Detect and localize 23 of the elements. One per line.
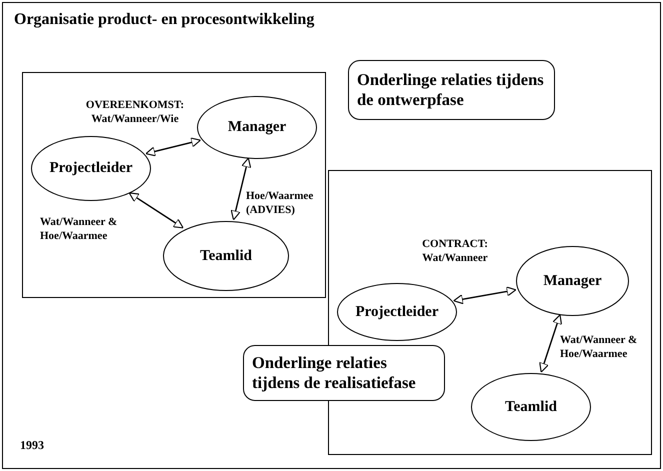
- role-label: Teamlid: [505, 398, 557, 417]
- title: Organisatie product- en procesontwikkeling: [14, 10, 314, 30]
- edge-label: OVEREENKOMST: Wat/Wanneer/Wie: [84, 99, 186, 126]
- double-arrow: [145, 137, 201, 156]
- panel-box: [22, 72, 326, 298]
- year-label: 1993: [20, 437, 44, 454]
- phase-title: Onderlinge relaties tijdens de ontwerpfase: [357, 70, 545, 110]
- edge-label: Wat/Wanneer & Hoe/Waarmee: [40, 216, 118, 244]
- double-arrow: [539, 314, 562, 373]
- role-label: Manager: [228, 118, 286, 138]
- role-label: Projectleider: [355, 302, 438, 322]
- double-arrow: [230, 158, 252, 220]
- edge-label: Hoe/Waarmee (ADVIES): [246, 190, 314, 218]
- edge-label: CONTRACT: Wat/Wanneer: [421, 238, 489, 266]
- phase-title: Onderlinge relaties tijdens de realisatiefase: [252, 353, 417, 393]
- edge-label: Wat/Wanneer & Hoe/Waarmee: [560, 334, 638, 362]
- double-arrow: [128, 192, 184, 228]
- phase-label-box: [243, 345, 445, 401]
- phase-label-box: [348, 60, 555, 120]
- role-label: Projectleider: [49, 159, 132, 178]
- double-arrow: [453, 286, 516, 304]
- role-label: Teamlid: [200, 246, 252, 266]
- role-label: Manager: [543, 272, 602, 291]
